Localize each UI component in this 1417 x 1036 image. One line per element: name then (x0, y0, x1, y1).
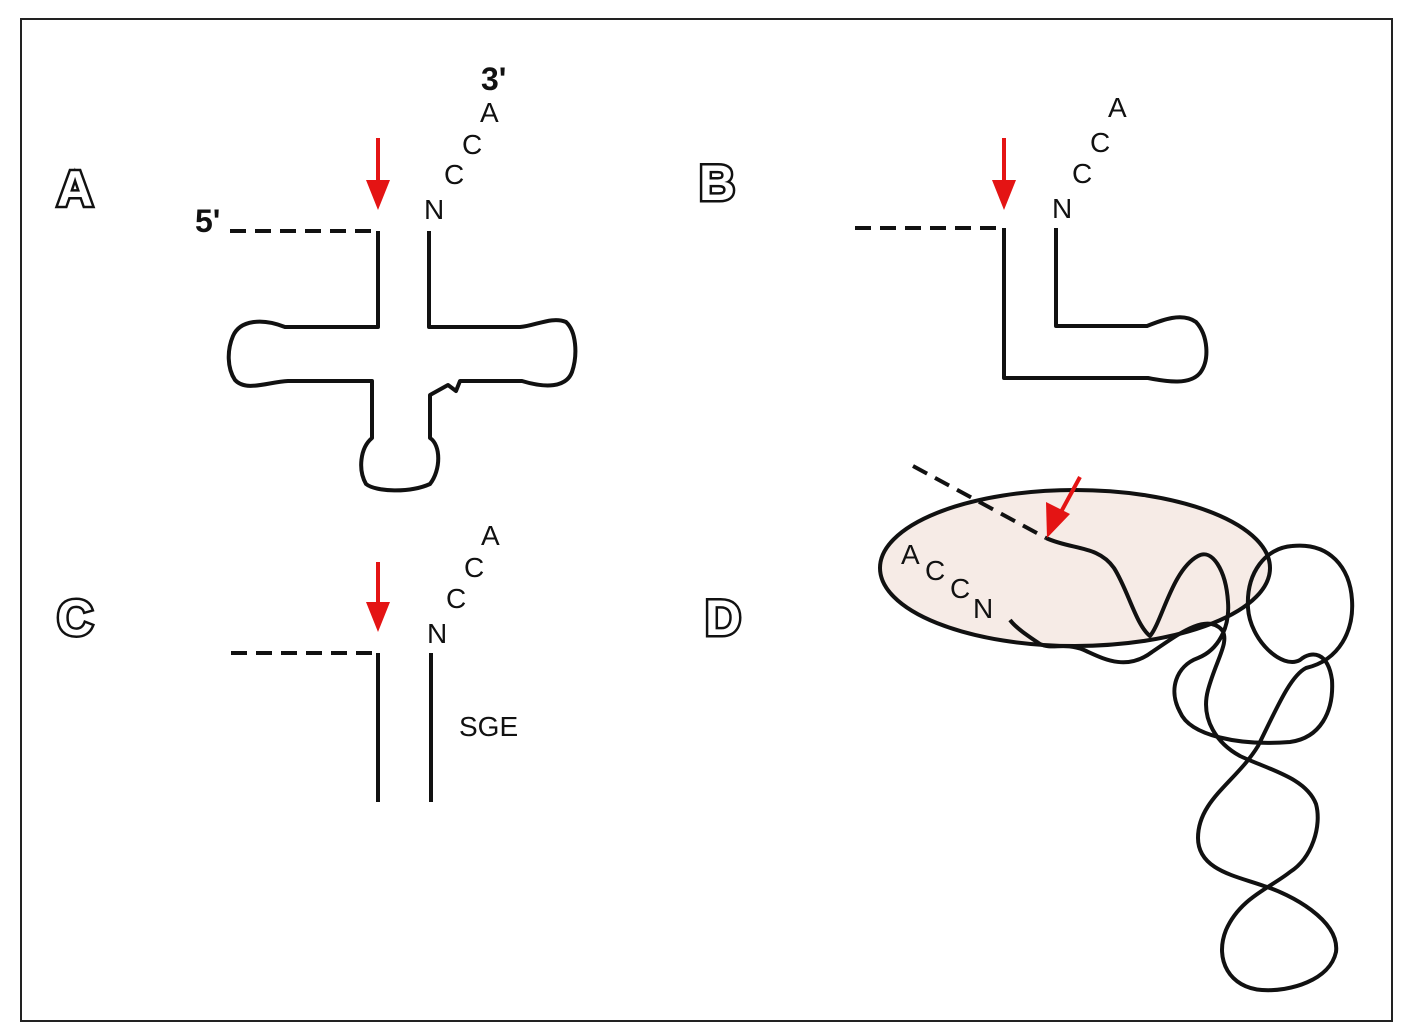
nucleotide-n: N (1052, 193, 1072, 224)
five-prime-leader (912, 464, 1047, 540)
panel-b-letter: B (699, 155, 735, 211)
unstructured-rna-strand (1008, 536, 1355, 993)
nucleotide-n: N (973, 593, 993, 624)
panel-c: C SGE N C C A (55, 520, 518, 802)
nucleotide-c: C (925, 555, 945, 586)
cleavage-arrow-icon (366, 562, 390, 632)
panel-d: D A C C N (703, 464, 1355, 993)
nucleotide-a: A (901, 539, 920, 570)
nucleotide-a: A (480, 97, 499, 128)
three-prime-label: 3' (481, 61, 506, 97)
cca-tail-c: N C C A (427, 520, 500, 649)
figure-frame (20, 18, 1393, 1022)
nucleotide-c: C (1072, 158, 1092, 189)
panel-c-letter: C (57, 590, 93, 646)
panel-b: B N C C A (697, 92, 1209, 384)
panel-a-letter: A (57, 161, 93, 217)
cleavage-arrow-icon (992, 138, 1016, 210)
minihelix-trna (1002, 228, 1209, 384)
nucleotide-a: A (1108, 92, 1127, 123)
panel-d-letter: D (705, 590, 741, 646)
cleavage-arrow-icon (366, 138, 390, 210)
nucleotide-n: N (424, 194, 444, 225)
nucleotide-n: N (427, 618, 447, 649)
nucleotide-c: C (1090, 127, 1110, 158)
cleavage-arrow-icon (1046, 476, 1082, 538)
cloverleaf-trna (226, 231, 578, 493)
acc-tail-d: A C C N (901, 539, 993, 624)
cca-tail-b: N C C A (1052, 92, 1127, 224)
nucleotide-c: C (446, 583, 466, 614)
nucleotide-a: A (481, 520, 500, 551)
panel-a: A 5' 3' N C C A (55, 61, 578, 493)
nucleotide-c: C (444, 159, 464, 190)
sge-label: SGE (459, 711, 518, 742)
nucleotide-c: C (950, 573, 970, 604)
nucleotide-c: C (462, 129, 482, 160)
cca-tail-a: N C C A (424, 97, 499, 225)
nucleotide-c: C (464, 552, 484, 583)
five-prime-label: 5' (195, 203, 220, 239)
